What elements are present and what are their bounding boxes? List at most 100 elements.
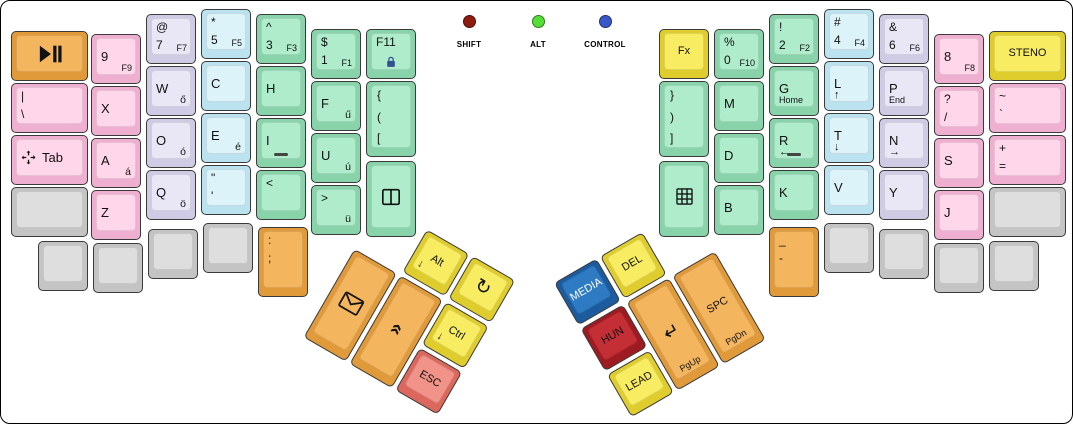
legend-shift: ? (944, 92, 951, 106)
legend-fn: F5 (231, 38, 242, 48)
key-m[interactable]: M (714, 81, 764, 131)
legend-fn: F7 (176, 43, 187, 53)
key-s[interactable]: S (934, 138, 984, 188)
key-d[interactable]: D (714, 133, 764, 183)
legend-main: = (999, 159, 1007, 173)
legend-shift: + (999, 141, 1007, 155)
move-icon (21, 150, 36, 165)
key-left-brackets[interactable]: {([ (366, 81, 416, 157)
key-k[interactable]: K (769, 170, 819, 220)
key-bottom-6[interactable] (879, 229, 929, 279)
legend-accent: ű (345, 108, 351, 121)
key-tilde[interactable]: ~` (989, 83, 1066, 133)
key-slash[interactable]: ?/ (934, 86, 984, 136)
key-c[interactable]: C (201, 61, 251, 111)
key-y[interactable]: Y (879, 170, 929, 220)
key-blank-right[interactable] (989, 187, 1066, 237)
key-quote[interactable]: "' (201, 165, 251, 215)
key-n[interactable]: N→ (879, 118, 929, 168)
key-bottom-3[interactable] (148, 229, 198, 279)
legend-main: ; (268, 251, 272, 265)
key-keypad-layer[interactable] (659, 161, 709, 237)
key-tab[interactable]: Tab (11, 135, 88, 185)
key-t[interactable]: T↓ (824, 113, 874, 163)
legend-top: } (670, 88, 675, 102)
key-blank-left[interactable] (11, 187, 88, 237)
key-bottom-5[interactable] (824, 223, 874, 273)
legend-fn: F6 (909, 43, 920, 53)
grid-icon (665, 166, 703, 227)
key-b[interactable]: B (714, 185, 764, 235)
legend-main: / (944, 110, 948, 124)
legend-shift: F11 (376, 35, 396, 49)
key-mail[interactable] (303, 248, 397, 362)
legend-main: L (834, 76, 842, 91)
envelope-icon (314, 256, 390, 350)
key-f11[interactable]: F11 (366, 29, 416, 79)
legend-shift: ~ (999, 89, 1007, 103)
key-bottom-8[interactable] (989, 241, 1039, 291)
key-l[interactable]: L↑ (824, 61, 874, 111)
key-bottom-1[interactable] (38, 241, 88, 291)
key-play-pause[interactable] (11, 31, 88, 81)
legend-main: DEL (619, 252, 645, 274)
split-layout-icon (372, 166, 410, 227)
key-backslash[interactable]: |\ (11, 83, 88, 133)
legend-main: MEDIA (567, 275, 605, 304)
key-bottom-2[interactable] (93, 243, 143, 293)
homing-bar (787, 153, 801, 156)
key-bottom-4[interactable] (203, 223, 253, 273)
legend-sub: End (889, 95, 906, 105)
key-j[interactable]: J (934, 190, 984, 240)
legend-shift: " (211, 171, 216, 185)
key-i[interactable]: I (256, 118, 306, 168)
control-led-dot (598, 15, 612, 28)
key-greater-than[interactable]: >ü (311, 185, 361, 235)
key-r[interactable]: R← (769, 118, 819, 168)
key-steno[interactable]: STENO (989, 31, 1066, 81)
legend-main: 9 (101, 49, 109, 64)
key-fx[interactable]: Fx (659, 29, 709, 79)
legend-main: ↻ (470, 274, 496, 301)
legend-shift: # (834, 15, 841, 29)
key-equals[interactable]: += (989, 135, 1066, 185)
legend-main: Y (889, 185, 898, 200)
key-less-than[interactable]: < (256, 170, 306, 220)
key-right-brackets[interactable]: })] (659, 81, 709, 157)
legend-main: O (156, 133, 167, 148)
legend-main: 6 (889, 38, 896, 52)
key-v[interactable]: V (824, 165, 874, 215)
key-h[interactable]: H (256, 66, 306, 116)
key-dash[interactable]: _- (769, 227, 819, 297)
legend-main: W (156, 81, 169, 96)
key-z[interactable]: Z (91, 190, 141, 240)
key-layer-switch[interactable] (366, 161, 416, 237)
key-semicolon[interactable]: :; (258, 227, 308, 297)
key-bottom-7[interactable] (934, 243, 984, 293)
control-led-label: CONTROL (584, 40, 626, 49)
legend-nav-arrow: → (889, 146, 900, 158)
shift-led-dot (462, 15, 476, 28)
legend-shift: > (321, 191, 329, 205)
key-x[interactable]: X (91, 86, 141, 136)
